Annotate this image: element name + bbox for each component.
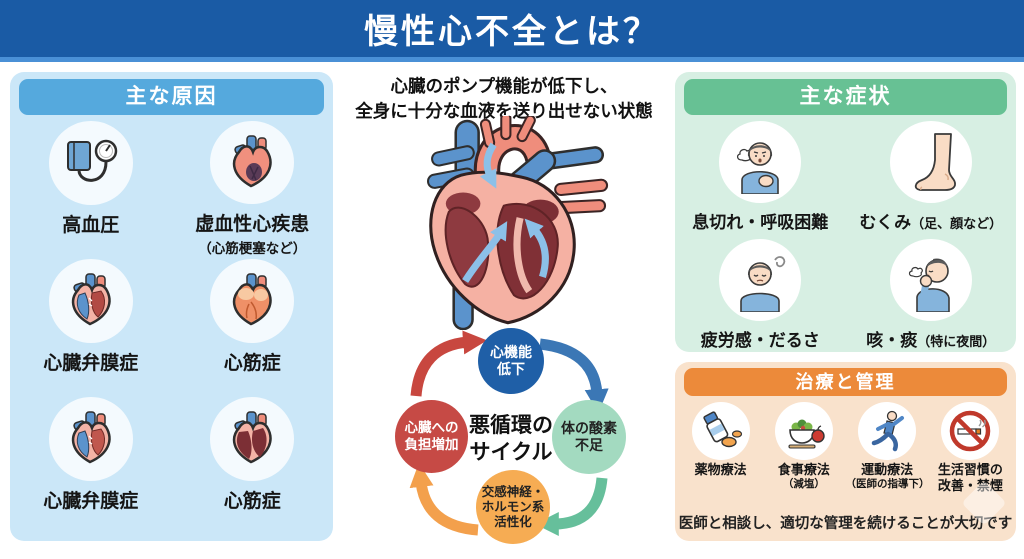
symptom-label: むくみ — [859, 213, 912, 232]
heart-valve-icon — [48, 259, 133, 343]
treatment-sublabel: （減塩） — [782, 477, 825, 490]
diet-icon — [774, 402, 833, 460]
coughing-person-icon — [889, 239, 972, 321]
heart-illustration — [398, 112, 632, 331]
treatment-label: 薬物療法 — [694, 462, 747, 477]
cycle-node-oxygen-shortage: 体の酸素 不足 — [552, 400, 626, 474]
causes-panel: 主な原因 高血圧 — [10, 72, 333, 541]
cycle-arrows — [409, 330, 609, 536]
cause-item-valvular-disease-2: 心臓弁膜症 — [10, 395, 172, 533]
vicious-cycle-diagram: 心機能 低下 体の酸素 不足 交感神経・ ホルモン系 活性化 心臓への 負担増加… — [388, 326, 658, 558]
symptom-label: 疲労感・だるさ — [700, 331, 820, 350]
treatment-panel-header: 治療と管理 — [684, 368, 1007, 396]
treatment-panel: 治療と管理 薬物療法 — [675, 362, 1016, 541]
treatment-label: 食事療法 — [777, 462, 830, 477]
fatigued-person-icon — [719, 239, 802, 321]
swollen-foot-icon — [889, 121, 972, 203]
definition-text: 心臓のポンプ機能が低下し、 全身に十分な血液を送り出せない状態 — [336, 74, 672, 123]
symptoms-grid: 息切れ・呼吸困難 むくみ（足、顔など） — [675, 115, 1016, 357]
cycle-node-cardiac-function-decline: 心機能 低下 — [478, 328, 544, 394]
causes-panel-header: 主な原因 — [19, 79, 324, 115]
treatment-sublabel: （医師の指導下） — [845, 477, 930, 490]
treatment-item-diet: 食事療法 （減塩） — [762, 402, 845, 493]
cause-item-cardiomyopathy: 心筋症 — [172, 257, 334, 395]
heart-valve-icon — [48, 397, 133, 481]
breathless-person-icon — [719, 121, 802, 203]
causes-grid: 高血圧 虚血性心疾患 （心筋梗塞など） — [10, 115, 333, 533]
cause-item-cardiomyopathy-2: 心筋症 — [172, 395, 334, 533]
definition-line1: 心臓のポンプ機能が低下し、 — [390, 76, 618, 96]
cause-label: 心筋症 — [223, 353, 281, 374]
symptom-item-fatigue: 疲労感・だるさ — [675, 239, 846, 357]
treatment-item-lifestyle: 生活習慣の 改善・禁煙 — [929, 402, 1012, 493]
symptom-sublabel: （特に夜間） — [917, 334, 996, 349]
cardiomyopathy-heart-icon — [210, 259, 295, 343]
treatment-label: 運動療法 — [861, 462, 914, 477]
cause-label: 高血圧 — [62, 215, 120, 236]
symptom-label: 咳・痰 — [866, 331, 918, 350]
cause-label: 心臓弁膜症 — [43, 353, 139, 374]
definition-line2: 全身に十分な血液を送り出せない状態 — [355, 100, 653, 121]
symptoms-panel-header: 主な症状 — [684, 79, 1007, 115]
ischemic-heart-icon — [210, 121, 295, 204]
cause-item-valvular-disease: 心臓弁膜症 — [10, 257, 172, 395]
symptoms-panel: 主な症状 息切れ・呼吸困難 — [675, 72, 1016, 352]
medication-icon — [691, 402, 750, 460]
cause-sublabel: （心筋梗塞など） — [198, 241, 307, 256]
page-title: 慢性心不全とは？ — [364, 13, 660, 51]
blood-pressure-monitor-icon — [48, 121, 133, 205]
cycle-title: 悪循環の サイクル — [469, 414, 553, 465]
symptom-item-breathlessness: 息切れ・呼吸困難 — [675, 121, 846, 239]
doctor-consultation-note: 医師と相談し、適切な管理を続けることが大切です — [678, 516, 1013, 532]
cause-label: 心筋症 — [223, 491, 281, 512]
cycle-node-heart-burden-increase: 心臓への 負担増加 — [395, 400, 468, 473]
cause-item-hypertension: 高血圧 — [10, 119, 172, 257]
treatment-item-exercise: 運動療法 （医師の指導下） — [845, 402, 930, 493]
symptom-item-cough: 咳・痰（特に夜間） — [846, 239, 1017, 357]
cause-label: 心臓弁膜症 — [43, 491, 139, 512]
title-banner: 慢性心不全とは？ — [0, 0, 1024, 62]
cause-label: 虚血性心疾患 — [195, 214, 310, 235]
no-smoking-icon — [941, 402, 1000, 460]
treatment-label-line2: 改善・禁煙 — [937, 477, 1003, 493]
symptom-label: 息切れ・呼吸困難 — [692, 213, 829, 232]
cause-item-ischemic-heart-disease: 虚血性心疾患 （心筋梗塞など） — [172, 119, 334, 257]
symptom-sublabel: （足、顔など） — [911, 216, 1003, 231]
exercise-icon — [858, 402, 917, 460]
treatment-grid: 薬物療法 食事療法 — [675, 396, 1016, 493]
treatment-item-medication: 薬物療法 — [679, 402, 762, 493]
cycle-node-sympathetic-hormone-activation: 交感神経・ ホルモン系 活性化 — [476, 470, 550, 544]
treatment-label: 生活習慣の — [937, 462, 1003, 477]
symptom-item-swelling: むくみ（足、顔など） — [846, 121, 1017, 239]
cardiomyopathy-dark-heart-icon — [210, 397, 295, 481]
